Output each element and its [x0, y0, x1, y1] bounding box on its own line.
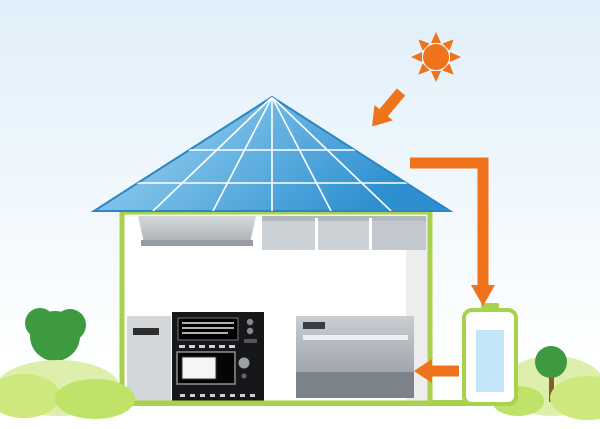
window-mullion: [369, 218, 372, 250]
stove-display-lines: [182, 322, 234, 334]
storage-battery: [462, 303, 518, 406]
energy-flow-arrows: [362, 84, 495, 383]
dishwasher-handle: [303, 335, 408, 340]
stove-knob: [246, 327, 254, 335]
stove-oven-unit: [172, 312, 264, 403]
second-floor-windows: [262, 216, 426, 250]
window-top-frame: [262, 216, 426, 221]
left-bush-small: [55, 379, 135, 419]
right-tree-foliage: [535, 346, 567, 378]
microwave-window: [181, 356, 217, 380]
range-hood-lip: [141, 240, 253, 246]
microwave-knob: [238, 357, 250, 369]
kitchen-appliances: [127, 312, 414, 403]
window-pane-dark: [372, 221, 426, 250]
stove-base-buttons: [180, 394, 255, 397]
range-hood-body: [138, 216, 256, 243]
stove-display: [177, 317, 239, 341]
stove-knob: [246, 318, 254, 326]
right-bush-front: [550, 376, 600, 420]
stove-switch: [244, 339, 257, 343]
battery-charge-level: [476, 330, 504, 392]
range-hood: [138, 216, 256, 246]
microwave-button: [241, 373, 247, 379]
window-mullion: [315, 218, 318, 250]
dishwasher-lower-panel: [296, 372, 414, 398]
dishwasher: [296, 316, 414, 398]
left-bushes: [0, 360, 135, 419]
stove-button-row: [179, 345, 235, 348]
microwave-oven: [176, 351, 250, 385]
house: [96, 207, 448, 406]
left-bush-front: [0, 374, 60, 418]
cabinet-slot: [133, 328, 159, 335]
right-tree: [535, 346, 567, 402]
kitchen-cabinet: [127, 316, 171, 403]
sun-icon: [411, 32, 461, 82]
dishwasher-control: [303, 322, 325, 329]
sun-core: [423, 44, 449, 70]
left-tree: [25, 308, 86, 404]
left-tree-foliage: [25, 308, 86, 361]
right-tree-trunk: [549, 372, 554, 402]
arrow-roof-to-battery: [410, 157, 495, 306]
